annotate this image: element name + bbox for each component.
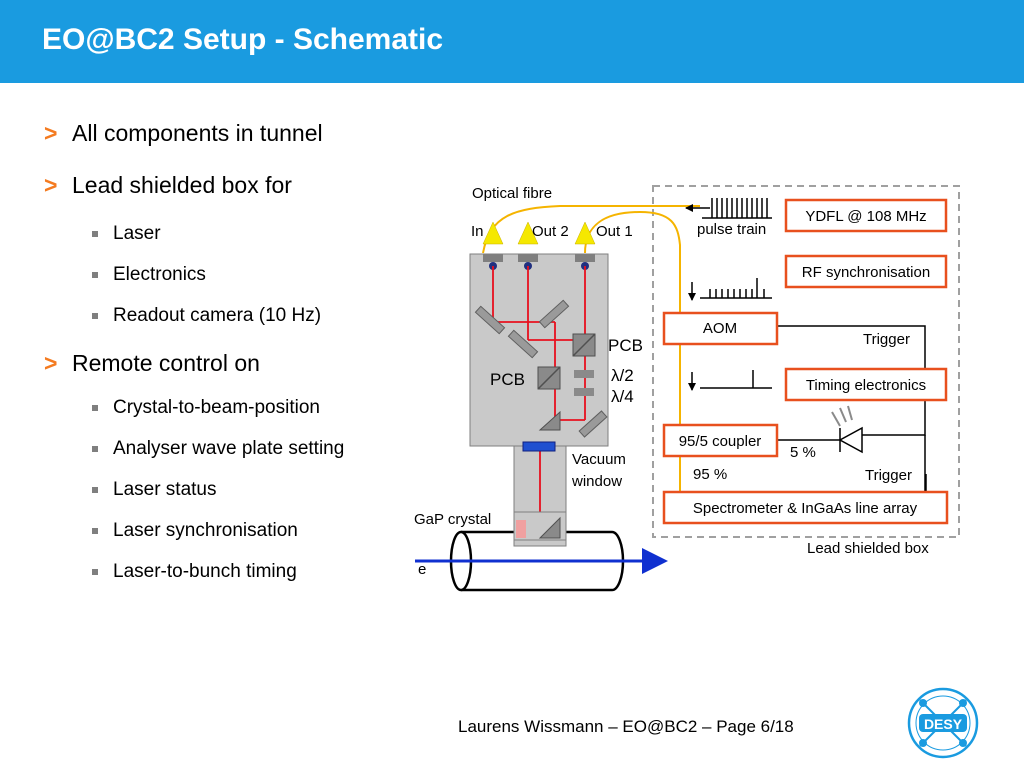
bullet-arrow-icon: > xyxy=(44,120,58,146)
bullet-text: Remote control on xyxy=(72,350,260,376)
label-aom: AOM xyxy=(703,320,737,337)
label-in: In xyxy=(471,223,484,240)
square-bullet-icon xyxy=(92,487,98,493)
bullet-list: > All components in tunnel > Lead shield… xyxy=(44,117,424,600)
square-bullet-icon xyxy=(92,569,98,575)
sub-bullet-text: Laser xyxy=(113,223,161,244)
label-vacuum: Vacuum xyxy=(572,451,626,468)
label-pcb-right: PCB xyxy=(608,336,643,355)
sub-bullet-text: Analyser wave plate setting xyxy=(113,438,345,459)
label-5pct: 5 % xyxy=(790,444,816,461)
sub-bullet-item: Laser synchronisation xyxy=(44,518,424,559)
quarter-waveplate-icon xyxy=(574,388,594,396)
square-bullet-icon xyxy=(92,231,98,237)
label-optical-fibre: Optical fibre xyxy=(472,185,552,202)
label-spectrometer: Spectrometer & InGaAs line array xyxy=(693,500,918,517)
label-electron: e xyxy=(418,561,426,578)
label-trigger-top: Trigger xyxy=(863,331,910,348)
sub-bullet-item: Analyser wave plate setting xyxy=(44,436,424,477)
setup-schematic: Optical fibre In Out 2 Out 1 PCB PCB λ/2… xyxy=(414,185,960,592)
bullet-arrow-icon: > xyxy=(44,350,58,376)
sub-bullet-text: Readout camera (10 Hz) xyxy=(113,305,322,326)
crystal-prism-icon xyxy=(538,516,561,539)
bullet-arrow-icon: > xyxy=(44,172,58,198)
pulse-train-ydfl xyxy=(702,198,772,219)
page-title: EO@BC2 Setup - Schematic xyxy=(42,23,444,56)
fibre-out1 xyxy=(584,210,681,521)
sub-bullet-item: Laser-to-bunch timing xyxy=(44,559,424,600)
spectrometer-box xyxy=(662,490,949,525)
lead-shielded-box xyxy=(652,185,960,538)
pulse-train-aom xyxy=(700,278,772,299)
ydfl-box xyxy=(784,198,948,233)
sub-bullet-item: Laser xyxy=(44,221,424,262)
pulse-single xyxy=(700,370,772,389)
label-coupler: 95/5 coupler xyxy=(679,433,762,450)
sub-bullet-item: Electronics xyxy=(44,262,424,303)
label-lambda2: λ/2 xyxy=(611,366,634,385)
desy-logo: DESY xyxy=(907,687,979,759)
label-out1: Out 1 xyxy=(596,223,633,240)
label-lead-box: Lead shielded box xyxy=(807,540,929,557)
half-waveplate-icon xyxy=(574,370,594,378)
rf-sync-box xyxy=(784,254,948,289)
bullet-item: > Lead shielded box for xyxy=(44,169,424,221)
square-bullet-icon xyxy=(92,528,98,534)
beam-splitter-icon xyxy=(537,333,596,390)
square-bullet-icon xyxy=(92,446,98,452)
gap-crystal xyxy=(516,520,526,538)
coupler-box xyxy=(662,423,779,458)
bullet-text: Lead shielded box for xyxy=(72,172,292,198)
label-window: window xyxy=(571,473,622,490)
electron-beam-arrow-icon xyxy=(642,548,668,574)
label-lambda4: λ/4 xyxy=(611,387,634,406)
label-ydfl: YDFL @ 108 MHz xyxy=(805,208,926,225)
sub-bullet-item: Laser status xyxy=(44,477,424,518)
square-bullet-icon xyxy=(92,405,98,411)
sub-bullet-item: Readout camera (10 Hz) xyxy=(44,303,424,347)
sub-bullet-text: Laser status xyxy=(113,479,217,500)
bullet-item: > All components in tunnel xyxy=(44,117,424,169)
label-rf-sync: RF synchronisation xyxy=(802,264,930,281)
label-trigger-bottom: Trigger xyxy=(865,467,912,484)
sub-bullet-item: Crystal-to-beam-position xyxy=(44,395,424,436)
sub-bullet-text: Laser synchronisation xyxy=(113,520,298,541)
bullet-text: All components in tunnel xyxy=(72,120,323,146)
title-bar: EO@BC2 Setup - Schematic xyxy=(0,0,1024,83)
sub-bullet-text: Electronics xyxy=(113,264,206,285)
label-95pct: 95 % xyxy=(693,466,727,483)
sub-bullet-text: Laser-to-bunch timing xyxy=(113,561,297,582)
label-out2: Out 2 xyxy=(532,223,569,240)
component-boxes xyxy=(662,198,949,525)
mirror-icon xyxy=(474,299,608,438)
label-timing-electronics: Timing electronics xyxy=(806,377,926,394)
timing-electronics-box xyxy=(784,367,948,402)
aom-box xyxy=(662,311,779,346)
photodiode-icon xyxy=(838,426,863,454)
label-gap-crystal: GaP crystal xyxy=(414,511,491,528)
square-bullet-icon xyxy=(92,272,98,278)
label-pulse-train: pulse train xyxy=(697,221,766,238)
fibre-coupler-out2 xyxy=(517,221,539,270)
label-pcb-left: PCB xyxy=(490,370,525,389)
footer-text: Laurens Wissmann – EO@BC2 – Page 6/18 xyxy=(458,717,794,736)
square-bullet-icon xyxy=(92,313,98,319)
bullet-item: > Remote control on xyxy=(44,347,424,395)
vacuum-window xyxy=(522,441,556,452)
logo-text: DESY xyxy=(924,716,963,732)
light-rays-icon xyxy=(831,405,853,427)
sub-bullet-text: Crystal-to-beam-position xyxy=(113,397,320,418)
prism-icon xyxy=(538,410,561,431)
